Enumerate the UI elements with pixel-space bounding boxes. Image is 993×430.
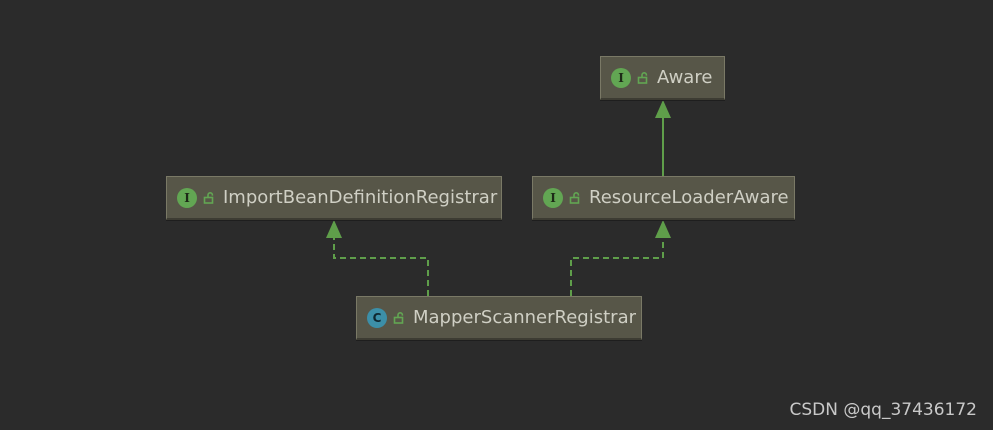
arrowhead-importbean	[326, 220, 342, 238]
edge-mapperscanner-to-resourceloader	[570, 236, 664, 296]
node-importbeandefinitionregistrar[interactable]: I ImportBeanDefinitionRegistrar	[166, 176, 502, 220]
open-lock-icon	[637, 71, 648, 84]
open-lock-icon	[203, 191, 214, 204]
watermark-text: CSDN @qq_37436172	[789, 400, 977, 420]
open-lock-icon	[569, 191, 580, 204]
node-mapperscannerregistrar[interactable]: C MapperScannerRegistrar	[356, 296, 642, 340]
class-icon: C	[367, 307, 387, 328]
node-resourceloaderaware[interactable]: I ResourceLoaderAware	[532, 176, 795, 220]
arrowhead-resourceloader	[655, 220, 671, 238]
node-label: ResourceLoaderAware	[589, 187, 789, 208]
node-label: Aware	[657, 67, 713, 88]
open-lock-icon	[393, 311, 404, 324]
node-label: MapperScannerRegistrar	[413, 307, 636, 328]
interface-icon: I	[611, 67, 631, 88]
edge-mapperscanner-to-importbean	[333, 236, 429, 296]
arrowhead-aware	[655, 100, 671, 118]
interface-icon: I	[177, 187, 197, 208]
node-aware[interactable]: I Aware	[600, 56, 725, 100]
node-label: ImportBeanDefinitionRegistrar	[223, 187, 498, 208]
interface-icon: I	[543, 187, 563, 208]
